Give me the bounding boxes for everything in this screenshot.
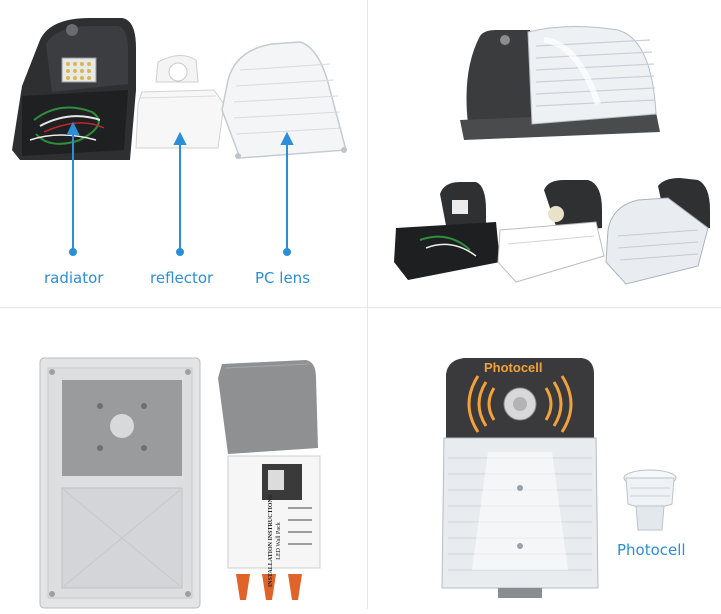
callout-pc-lens: PC lens xyxy=(255,269,311,287)
reflector-part xyxy=(135,55,225,149)
gasket-pad xyxy=(218,360,318,454)
instruction-sheet xyxy=(227,455,321,569)
photocell-part xyxy=(623,469,677,531)
photocell-fixture-head xyxy=(446,358,594,438)
mounting-panel: INSTALLATION INSTRUCTIONS LED Wall Pack xyxy=(0,308,367,609)
photocell-fixture-lens xyxy=(441,437,599,598)
photocell-fixture-illustration xyxy=(441,358,677,598)
horizontal-divider xyxy=(0,307,721,308)
callout-lines xyxy=(66,121,294,256)
small-fixture-open xyxy=(394,182,500,280)
photocell-panel: Photocell Photocell xyxy=(368,308,721,609)
callout-radiator: radiator xyxy=(44,269,104,287)
assembled-fixture-large xyxy=(460,25,660,140)
vertical-divider xyxy=(367,0,368,609)
small-fixture-reflector xyxy=(497,180,605,283)
photocell-part-label: Photocell xyxy=(617,541,686,559)
wire-nuts xyxy=(236,574,302,600)
callout-reflector: reflector xyxy=(150,269,214,287)
fixture-views-illustration xyxy=(394,25,710,285)
radiator-housing xyxy=(12,18,136,160)
pc-lens-part xyxy=(221,41,347,159)
fixture-views-panel xyxy=(368,0,721,307)
instructions-subtitle: LED Wall Pack xyxy=(276,522,282,560)
mounting-illustration xyxy=(39,357,321,609)
exploded-view-panel: radiator reflector PC lens xyxy=(0,0,367,307)
instructions-title: INSTALLATION INSTRUCTIONS xyxy=(268,494,274,588)
back-plate xyxy=(39,357,201,609)
small-fixture-lens xyxy=(605,178,710,285)
photocell-fixture-label: Photocell xyxy=(484,360,543,375)
exploded-view-illustration xyxy=(12,18,347,256)
